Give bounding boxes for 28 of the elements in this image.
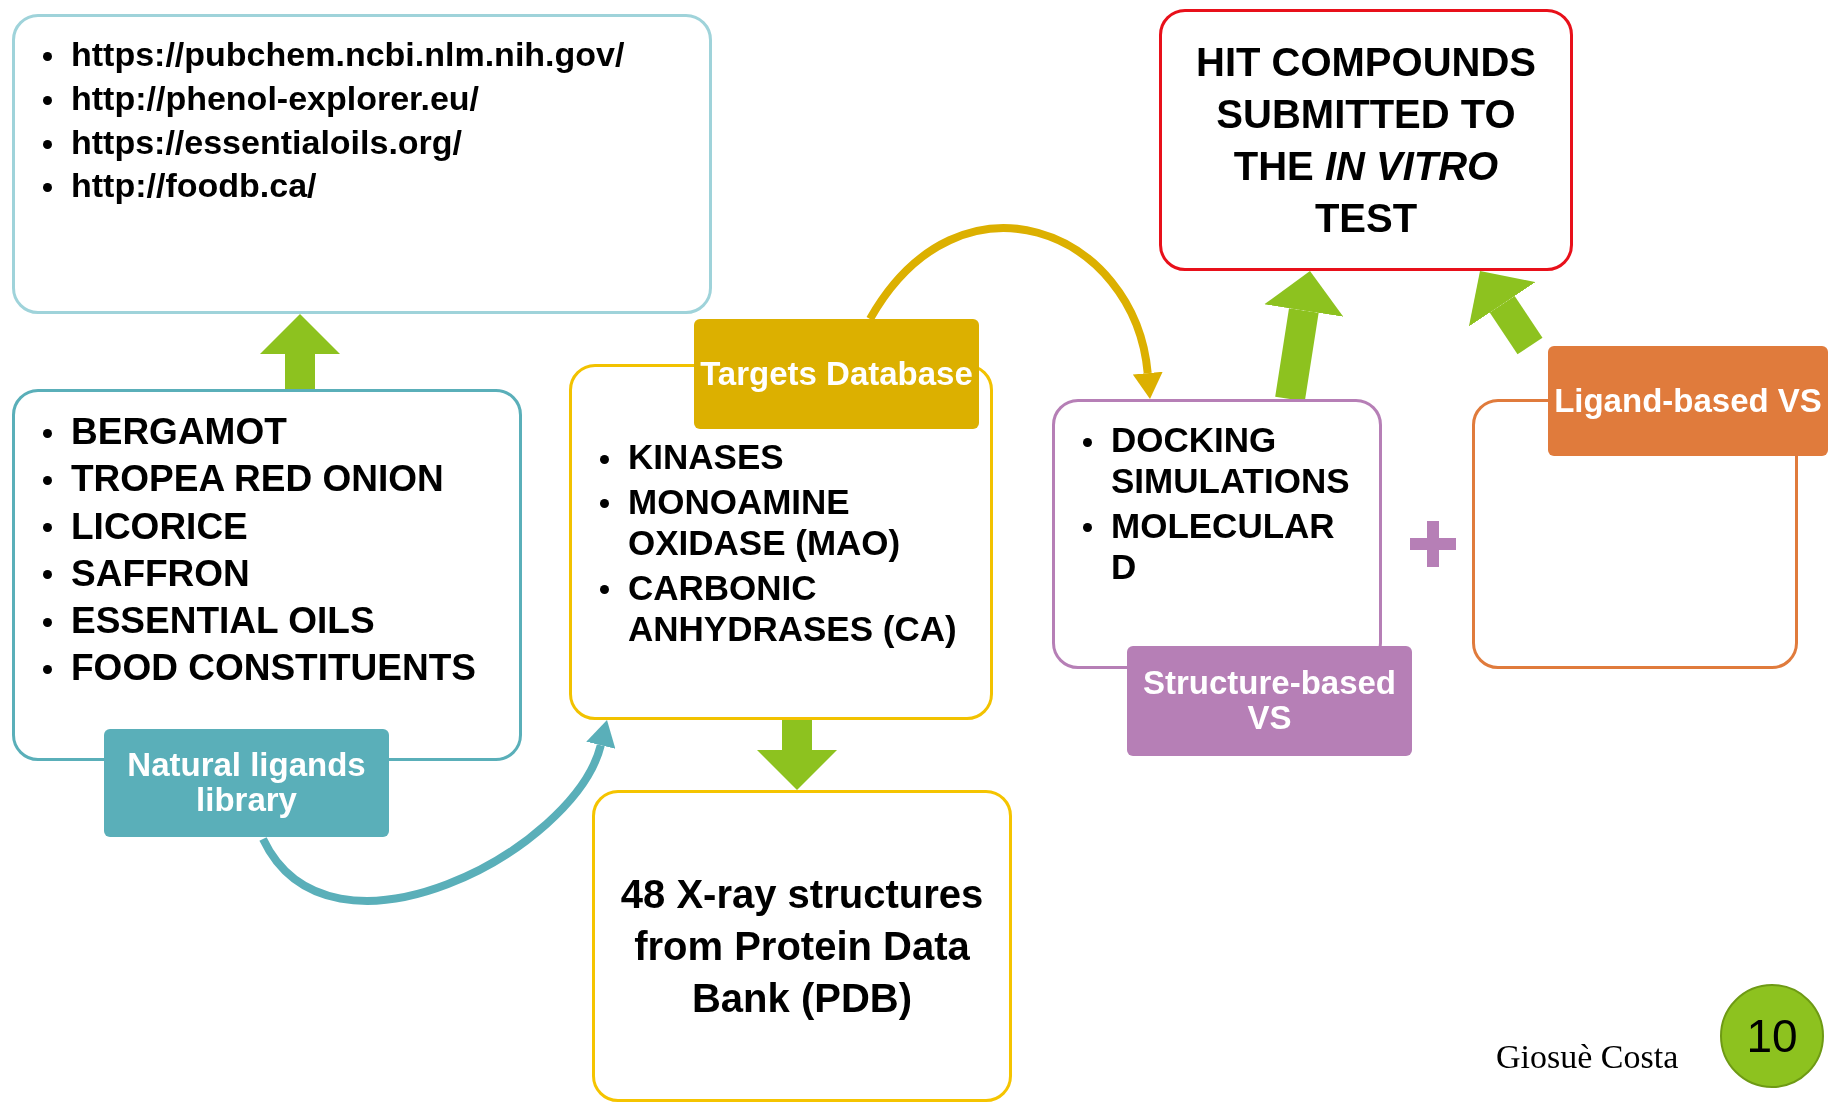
list-item: http://phenol-explorer.eu/ — [37, 78, 687, 119]
page-number: 10 — [1720, 984, 1824, 1088]
list-item: https://essentialoils.org/ — [37, 122, 687, 163]
list-item: https://pubchem.ncbi.nlm.nih.gov/ — [37, 35, 687, 75]
tag-label: Targets Database — [694, 319, 979, 429]
arrow — [260, 314, 340, 389]
list-item: DOCKING SIMULATIONS — [1077, 420, 1357, 502]
list-item: LICORICE — [37, 504, 497, 548]
tag-label: Ligand-based VS — [1548, 346, 1828, 456]
arrow — [866, 224, 1163, 399]
arrow — [757, 720, 837, 790]
tag-label: Structure-based VS — [1127, 646, 1412, 756]
author-name: Giosuè Costa — [1496, 1038, 1679, 1076]
tag-label: Natural ligands library — [104, 729, 389, 837]
list-item: MOLECULAR D — [1077, 505, 1357, 588]
box-text: 48 X-ray structures from Protein Data Bank (PDB) — [619, 871, 985, 1022]
list-item: KINASES — [594, 437, 968, 478]
list-item: SAFFRON — [37, 551, 497, 596]
list-item: http://foodb.ca/ — [37, 166, 687, 207]
box-text: HIT COMPOUNDS SUBMITTED TO THE IN VITRO TEST — [1195, 39, 1537, 242]
arrow — [259, 721, 615, 905]
list-item: BERGAMOT — [37, 410, 497, 454]
list-item: CARBONIC ANHYDRASES (CA) — [594, 567, 968, 650]
list-item: MONOAMINE OXIDASE (MAO) — [594, 481, 968, 564]
list-item: TROPEA RED ONION — [37, 457, 497, 501]
arrow — [1468, 271, 1543, 355]
list-item: ESSENTIAL OILS — [37, 599, 497, 643]
list-item: FOOD CONSTITUENTS — [37, 646, 497, 690]
